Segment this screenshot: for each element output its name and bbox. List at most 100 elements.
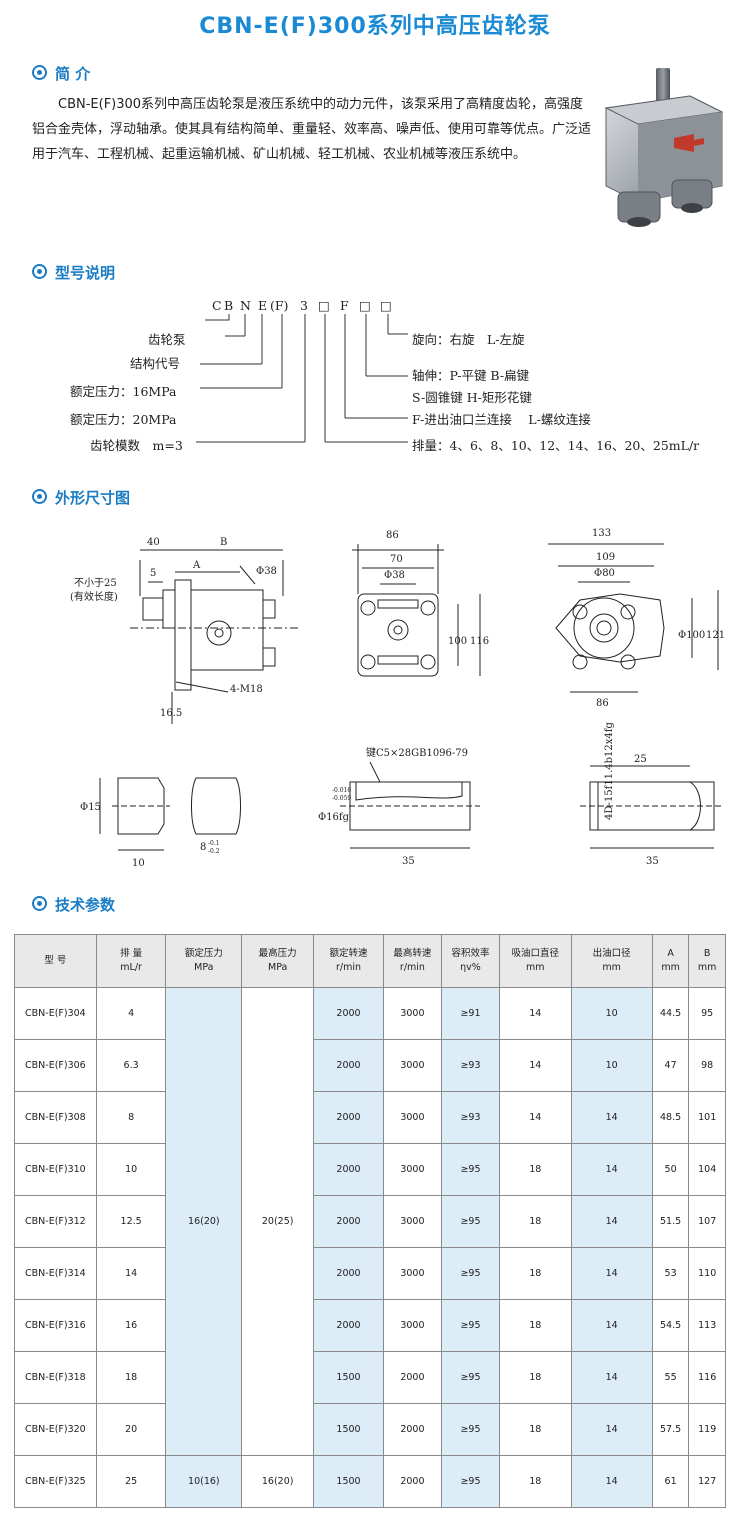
table-cell: 2000 xyxy=(313,1299,384,1352)
table-cell: CBN-E(F)314 xyxy=(14,1247,97,1300)
table-cell: 2000 xyxy=(382,1403,442,1456)
table-cell: 2000 xyxy=(313,987,384,1040)
table-cell: ≥93 xyxy=(440,1091,500,1144)
side-view-drawing xyxy=(130,549,300,724)
dim-label: -0.1 xyxy=(208,840,220,847)
table-cell: 4 xyxy=(95,987,167,1040)
table-cell: ≥95 xyxy=(440,1195,500,1248)
dim-label: 25 xyxy=(634,754,647,765)
table-cell: ≥95 xyxy=(440,1247,500,1300)
dim-label: -0.059 xyxy=(332,795,351,802)
table-cell: 107 xyxy=(688,1195,726,1248)
dim-label: 4-M18 xyxy=(230,684,263,695)
table-cell: 110 xyxy=(688,1247,726,1300)
table-cell: 16(20) xyxy=(165,987,243,1456)
section-heading-model: 型号说明 xyxy=(32,262,115,283)
table-cell: CBN-E(F)308 xyxy=(14,1091,97,1144)
table-cell: 2000 xyxy=(313,1143,384,1196)
table-cell: 48.5 xyxy=(651,1091,690,1144)
dim-label: 5 xyxy=(150,568,156,579)
table-cell: 104 xyxy=(688,1143,726,1196)
table-cell: 8 xyxy=(95,1091,167,1144)
table-cell: 18 xyxy=(498,1403,572,1456)
table-cell: CBN-E(F)318 xyxy=(14,1351,97,1404)
table-cell: 14 xyxy=(570,1351,653,1404)
table-cell: 47 xyxy=(651,1039,690,1092)
table-cell: ≥95 xyxy=(440,1143,500,1196)
dim-label: 86 xyxy=(386,530,399,541)
dim-label: Φ16fg xyxy=(318,812,350,823)
model-right-label: S-圆锥键 H-矩形花键 xyxy=(412,390,532,405)
dim-label: 4D-15f11.4b12x4fg xyxy=(604,722,615,820)
table-cell: ≥95 xyxy=(440,1455,500,1508)
model-right-label: 排量：4、6、8、10、12、14、16、20、25mL/r xyxy=(412,438,699,453)
front-view-drawing xyxy=(352,544,481,677)
flat-key-drawing xyxy=(99,777,241,851)
circle-bullet-icon xyxy=(32,65,47,80)
table-cell: 55 xyxy=(651,1351,690,1404)
table-cell: 51.5 xyxy=(651,1195,690,1248)
code-char: (F) xyxy=(270,298,288,313)
table-cell: 14 xyxy=(498,1091,572,1144)
table-cell: 14 xyxy=(570,1247,653,1300)
model-left-label: 额定压力：16MPa xyxy=(70,384,177,399)
model-right-label: 旋向：右旋 L-左旋 xyxy=(412,332,525,347)
table-cell: 18 xyxy=(498,1143,572,1196)
table-cell: 16 xyxy=(95,1299,167,1352)
circle-bullet-icon xyxy=(32,489,47,504)
table-cell: 44.5 xyxy=(651,987,690,1040)
table-cell: 14 xyxy=(498,987,572,1040)
dim-label: Φ80 xyxy=(594,568,615,579)
dim-label: 116 xyxy=(470,636,489,647)
section-heading-intro-label: 简 介 xyxy=(55,65,91,83)
table-cell: 18 xyxy=(498,1455,572,1508)
table-cell: 50 xyxy=(651,1143,690,1196)
code-char: 3 xyxy=(300,298,308,313)
table-cell: CBN-E(F)304 xyxy=(14,987,97,1040)
spline-shaft-drawing xyxy=(580,765,724,849)
dim-label: Φ100 xyxy=(678,630,705,641)
table-cell: 3000 xyxy=(382,1143,442,1196)
table-cell: 1500 xyxy=(313,1403,384,1456)
table-cell: CBN-E(F)306 xyxy=(14,1039,97,1092)
intro-text: CBN-E(F)300系列中高压齿轮泵是液压系统中的动力元件，该泵采用了高精度齿… xyxy=(32,97,592,162)
table-cell: ≥95 xyxy=(440,1403,500,1456)
table-cell: 2000 xyxy=(313,1039,384,1092)
section-heading-dims-label: 外形尺寸图 xyxy=(55,489,131,507)
dim-label: B xyxy=(220,537,227,548)
header-model: 型 号 xyxy=(14,934,97,988)
table-cell: 1500 xyxy=(313,1455,384,1508)
dim-label: 键C5×28GB1096-79 xyxy=(366,746,468,759)
code-char: □ xyxy=(380,298,392,313)
table-cell: 16(20) xyxy=(241,1455,315,1508)
table-cell: 20 xyxy=(95,1403,167,1456)
model-code: C B N E (F) 3 □ F □ □ xyxy=(212,298,392,313)
dim-label: 不小于25 xyxy=(74,577,117,589)
circle-bullet-icon xyxy=(32,264,47,279)
table-cell: 10(16) xyxy=(165,1455,243,1508)
table-cell: 1500 xyxy=(313,1351,384,1404)
table-cell: 14 xyxy=(570,1143,653,1196)
table-cell: 20(25) xyxy=(241,987,315,1456)
table-cell: 6.3 xyxy=(95,1039,167,1092)
table-cell: 14 xyxy=(570,1455,653,1508)
dim-label: Φ38 xyxy=(384,570,405,581)
table-cell: 119 xyxy=(688,1403,726,1456)
table-cell: CBN-E(F)316 xyxy=(14,1299,97,1352)
table-cell: CBN-E(F)325 xyxy=(14,1455,97,1508)
model-left-label: 齿轮模数 m=3 xyxy=(90,438,183,453)
dim-label: Φ15 xyxy=(80,802,101,813)
table-cell: 113 xyxy=(688,1299,726,1352)
model-left-label: 结构代号 xyxy=(130,356,180,371)
table-cell: 18 xyxy=(498,1351,572,1404)
